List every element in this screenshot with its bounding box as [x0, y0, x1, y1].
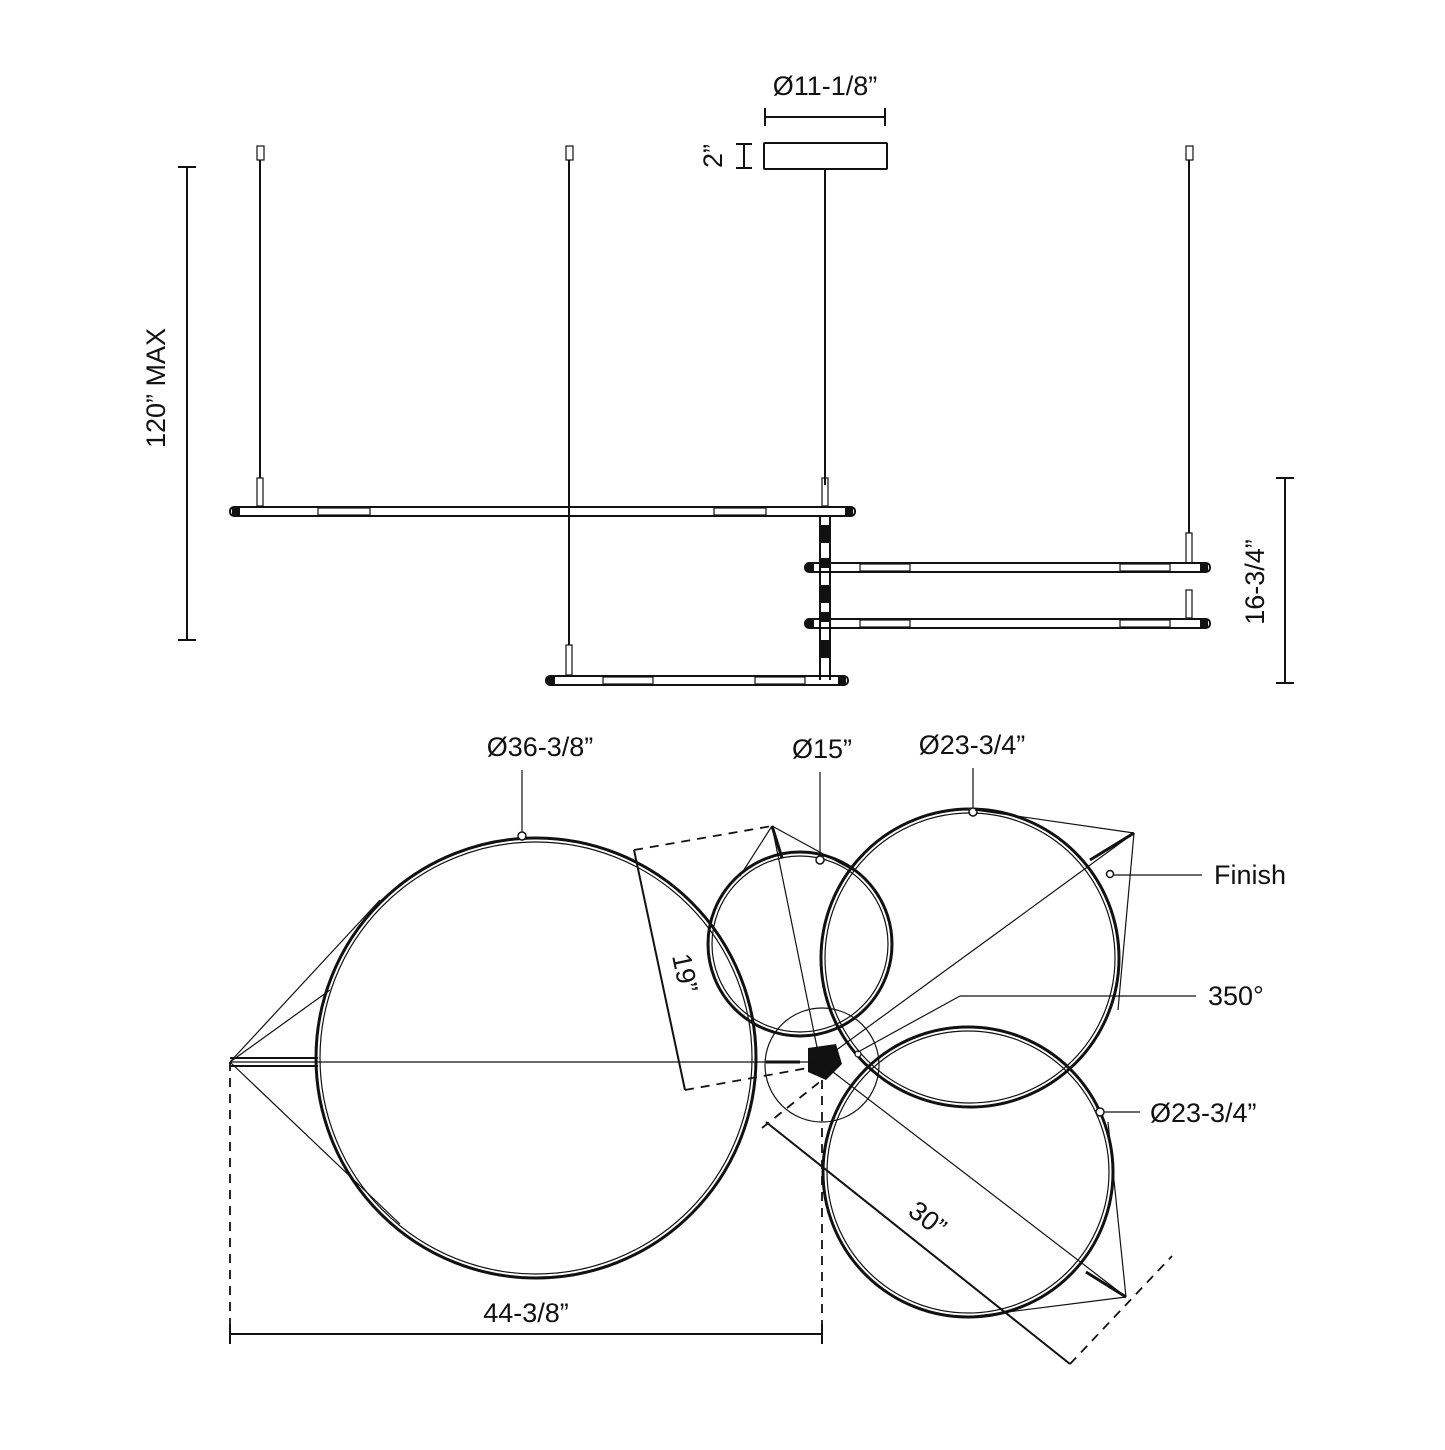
width-dimension: 44-3/8”: [229, 1062, 823, 1344]
elevation-view: Ø11-1/8” 2”: [141, 71, 1294, 686]
ring-bar-lower-right: [804, 618, 1211, 629]
ring-large-diameter-label: Ø36-3/8”: [487, 732, 594, 762]
ring-bar-large: [229, 506, 856, 517]
overall-height-label: 120” MAX: [141, 328, 171, 448]
ring-medium-top: [819, 807, 1121, 1109]
canopy-diameter-label: Ø11-1/8”: [773, 71, 878, 101]
finish-callout: Finish: [1114, 860, 1286, 890]
central-spine: [819, 516, 831, 680]
ring-medium-top-diameter-label: Ø23-3/4”: [919, 730, 1026, 760]
ring-small-diameter-label: Ø15”: [792, 734, 852, 764]
diameter-callouts: Ø36-3/8” Ø15” Ø23-3/4” Ø23-3/4”: [487, 730, 1257, 1128]
ring-medium-bottom: [821, 1025, 1115, 1319]
depth-label: 19”: [666, 951, 703, 995]
canopy: [763, 142, 888, 485]
canopy-height-dimension: 2”: [698, 143, 752, 169]
overall-height-dimension: 120” MAX: [141, 166, 196, 641]
ring-large: [314, 831, 758, 1280]
central-hub: [764, 1007, 880, 1123]
tier-spacing-dimension: 16-3/4”: [1240, 477, 1294, 684]
rotation-callout: 350°: [857, 981, 1264, 1053]
canopy-height-label: 2”: [698, 144, 728, 168]
plan-view: 19” 44-3/8” 30” Ø36-3/8” Ø15” Ø23-3/4”: [229, 730, 1286, 1365]
rotation-label: 350°: [1208, 981, 1264, 1011]
finish-label: Finish: [1214, 860, 1286, 890]
canopy-diameter-dimension: Ø11-1/8”: [764, 71, 886, 126]
width-label: 44-3/8”: [483, 1298, 569, 1328]
tangent-cables: [229, 809, 1135, 1318]
ring-bar-bottom: [545, 675, 849, 686]
diagonal-dimension: 30”: [761, 1079, 1173, 1365]
support-arms: [230, 825, 1135, 1299]
ring-medium-bottom-diameter-label: Ø23-3/4”: [1150, 1098, 1257, 1128]
diagonal-label: 30”: [903, 1195, 952, 1243]
suspension-cables: [256, 145, 1194, 676]
ring-small: [706, 850, 894, 1038]
tier-spacing-label: 16-3/4”: [1240, 539, 1270, 625]
ring-bar-upper-right: [804, 562, 1211, 573]
depth-dimension: 19”: [633, 825, 809, 1091]
